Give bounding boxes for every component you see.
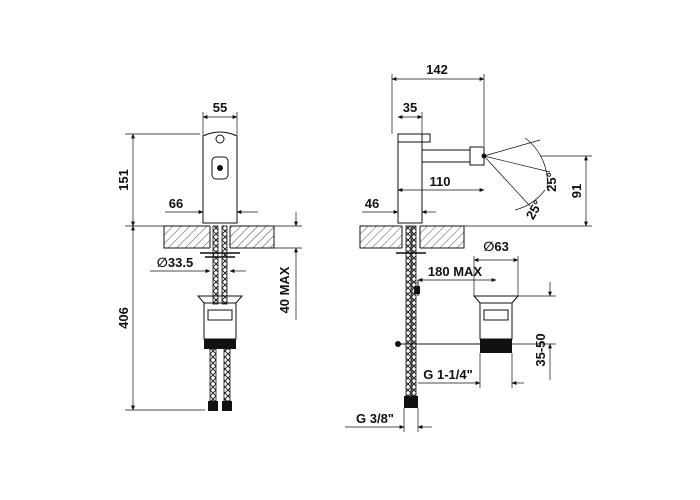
dim-33-5-label: ∅33.5 — [157, 255, 193, 270]
hose-fitting-side — [404, 396, 418, 408]
spray-up-line — [483, 139, 541, 157]
hose-side-1 — [405, 225, 412, 397]
waste-flange-side — [472, 295, 520, 304]
dim-g114-label: G 1-1/4" — [423, 367, 473, 382]
waste-window-side — [483, 309, 509, 321]
dim-180max-label: 180 MAX — [428, 264, 483, 279]
rod-clip — [414, 286, 420, 294]
hose-side-2 — [411, 225, 417, 397]
dim-35-label: 35 — [403, 100, 417, 115]
waste-body-front — [203, 302, 237, 340]
dim-40max-label: 40 MAX — [277, 266, 292, 313]
supply-hose-left — [212, 225, 219, 305]
lever-center-dot — [217, 165, 223, 171]
angle-25-down-label: 25° — [523, 197, 546, 222]
faucet-body-side — [397, 133, 423, 224]
dim-142-label: 142 — [426, 62, 448, 77]
supply-hose-right — [221, 225, 228, 305]
lower-hose-right — [223, 348, 231, 402]
dim-55-label: 55 — [213, 100, 227, 115]
waste-window-front — [207, 309, 233, 321]
waste-nut-side — [480, 339, 512, 353]
dim-3550-label: 35-50 — [533, 333, 548, 366]
spout-side — [421, 149, 471, 163]
dim-406-label: 406 — [116, 307, 131, 329]
lever-knob — [211, 156, 229, 180]
waste-body-side — [479, 302, 513, 340]
angle-arc-up — [524, 137, 548, 189]
dim-151-label: 151 — [116, 169, 131, 191]
angle-25-up-label: 25° — [544, 172, 559, 192]
hose-fitting-left — [208, 401, 218, 411]
hose-fitting-right — [222, 401, 232, 411]
side-view: 25° 25° 142 35 110 — [345, 62, 592, 432]
front-view: 55 151 66 ∅33.5 40 MAX 406 — [116, 100, 302, 411]
lower-hose-left — [209, 348, 217, 402]
waste-flange-front — [196, 295, 244, 304]
lever-side — [398, 133, 431, 143]
waste-nut-front — [204, 339, 236, 349]
rod-end — [395, 341, 401, 347]
dim-110-label: 110 — [430, 174, 451, 189]
dim-66-label: 66 — [169, 196, 183, 211]
dim-46-label: 46 — [365, 196, 379, 211]
faucet-body-front — [202, 131, 238, 224]
lever-pin — [215, 134, 225, 144]
spray-mid-line — [483, 155, 551, 173]
dim-g38-label: G 3/8" — [356, 411, 394, 426]
spray-down-line — [483, 155, 531, 207]
dim-63-label: ∅63 — [483, 239, 509, 254]
angle-arc-down — [514, 189, 546, 211]
dim-91-label: 91 — [569, 184, 584, 198]
